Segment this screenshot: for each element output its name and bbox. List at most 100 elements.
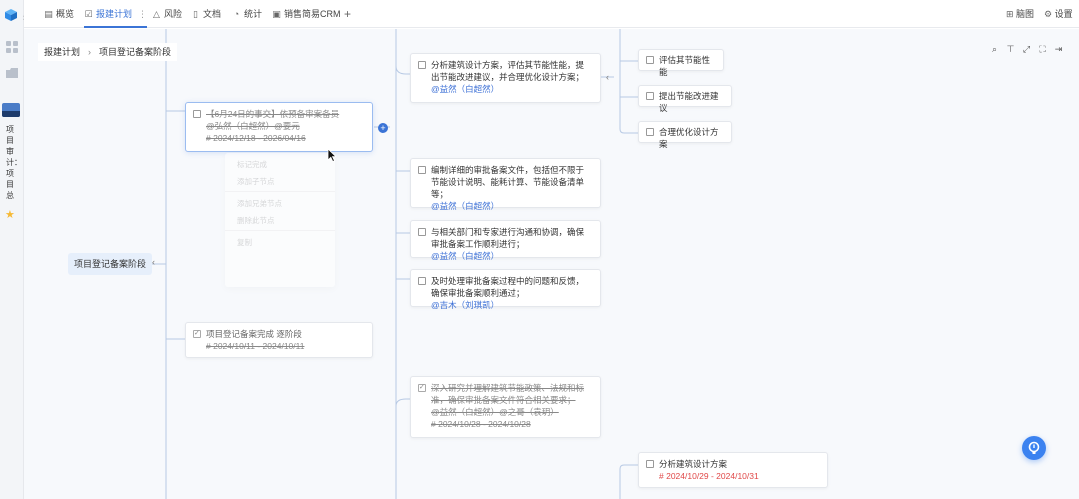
tab-label: 报建计划 xyxy=(96,9,133,19)
star-icon[interactable]: ★ xyxy=(5,209,15,221)
leaf-node[interactable]: 合理优化设计方案 xyxy=(638,121,732,149)
menu-item: 添加兄弟节点 xyxy=(237,199,282,208)
menu-item: 复制 xyxy=(237,238,252,247)
grid-icon[interactable] xyxy=(6,41,18,53)
tab-crm[interactable]: ▣销售简易CRM xyxy=(272,0,341,28)
task-assignee[interactable]: @吉木（刘琪凯） xyxy=(431,300,500,310)
task-checkbox-checked[interactable] xyxy=(193,328,201,340)
gear-icon: ⚙ xyxy=(1044,9,1055,19)
task-dates: # 2024/10/28 - 2024/10/28 xyxy=(431,419,531,429)
tab-plan[interactable]: ☑报建计划 ⋮ xyxy=(84,0,148,28)
task-title: 合理优化设计方案 xyxy=(659,127,719,149)
plan-icon: ☑ xyxy=(84,9,93,19)
task-title: 评估其节能性能 xyxy=(659,55,711,77)
task-title: 深入研究并理解建筑节能政策、法规和标准，确保审批备案文件符合相关要求； xyxy=(431,383,585,405)
breadcrumb-current[interactable]: 项目登记备案阶段 xyxy=(99,47,172,57)
add-child-button[interactable]: + xyxy=(378,123,388,133)
task-title: 分析建筑设计方案，评估其节能性能，提出节能改进建议，并合理优化设计方案； xyxy=(431,60,585,82)
risk-icon: △ xyxy=(153,9,160,19)
view-label: 脑图 xyxy=(1016,9,1035,19)
task-title: 编制详细的审批备案文件，包括但不限于节能设计说明、能耗计算、节能设备清单等； xyxy=(431,165,585,199)
menu-item: 删除此节点 xyxy=(237,216,275,225)
collapse-icon[interactable]: ‹ xyxy=(152,257,155,267)
task-assignee[interactable]: @益然（白超然） xyxy=(431,201,500,211)
app-logo-icon[interactable] xyxy=(4,8,18,22)
search-icon[interactable]: ⌕ xyxy=(991,44,998,54)
add-tab-button[interactable]: + xyxy=(344,7,352,21)
tab-label: 销售简易CRM xyxy=(284,9,341,19)
task-checkbox[interactable] xyxy=(418,277,426,285)
task-node-selected[interactable]: 【6月24日的事交】依预备审案备员 @弘然（白超然）@要元 # 2024/12/… xyxy=(185,102,373,152)
task-dates: # 2024/10/29 - 2024/10/31 xyxy=(659,471,759,481)
task-dates: # 2024/10/11 - 2024/10/11 xyxy=(206,341,305,351)
task-node[interactable]: 项目登记备案完成 逐阶段 # 2024/10/11 - 2024/10/11 xyxy=(185,322,373,358)
stats-icon: ◔ xyxy=(233,9,240,19)
task-checkbox[interactable] xyxy=(418,166,426,174)
task-title: 分析建筑设计方案 xyxy=(659,459,728,469)
export-icon[interactable]: ⇥ xyxy=(1054,44,1063,54)
breadcrumb: 报建计划 › 项目登记备案阶段 xyxy=(38,43,178,61)
leaf-node[interactable]: 提出节能改进建议 xyxy=(638,85,732,113)
tab-label: 统计 xyxy=(244,9,263,19)
project-thumbnail[interactable] xyxy=(2,103,20,117)
filter-icon[interactable]: ⊤ xyxy=(1006,44,1015,54)
top-tab-bar: ▤概览 ☑报建计划 ⋮ △ 风险 ▯ 文档 ◔ 统计 ▣销售简易CRM + ⊞ 脑图 ⚙… xyxy=(24,0,1079,28)
task-node[interactable]: 与相关部门和专家进行沟通和协调，确保审批备案工作顺利进行； @益然（白超然） xyxy=(410,220,601,261)
mouse-cursor-icon xyxy=(327,148,337,162)
tab-stats[interactable]: ◔ 统计 xyxy=(232,0,262,28)
more-icon[interactable]: ⋮ xyxy=(138,9,148,19)
task-assignee[interactable]: @益然（白超然） xyxy=(431,251,500,261)
fit-screen-icon[interactable]: ⤢ xyxy=(1022,44,1031,54)
help-button[interactable] xyxy=(1022,436,1046,460)
task-checkbox[interactable] xyxy=(646,460,654,468)
settings-button[interactable]: ⚙ 设置 xyxy=(1044,0,1073,28)
task-node[interactable]: 及时处理审批备案过程中的问题和反馈，确保审批备案顺利通过； @吉木（刘琪凯） xyxy=(410,269,601,310)
fullscreen-icon[interactable]: ⛶ xyxy=(1039,44,1046,54)
chevron-right-icon: › xyxy=(88,47,92,57)
folder-icon[interactable] xyxy=(6,68,18,78)
tab-label: 文档 xyxy=(203,9,222,19)
doc-icon: ▯ xyxy=(193,9,198,19)
task-assignees: @益然（白超然）@之哥（袁玥） xyxy=(431,407,559,417)
task-node[interactable]: 分析建筑设计方案，评估其节能性能，提出节能改进建议，并合理优化设计方案； @益然… xyxy=(410,53,601,103)
connector-lines xyxy=(152,29,638,499)
task-assignee[interactable]: @益然（白超然） xyxy=(431,84,500,94)
project-name[interactable]: 项目审计：项目总 xyxy=(6,125,22,200)
task-title: 及时处理审批备案过程中的问题和反馈，确保审批备案顺利通过； xyxy=(431,276,585,298)
task-assignees: @弘然（白超然）@要元 xyxy=(206,121,300,131)
left-sidebar: › 项目审计：项目总 ★ xyxy=(0,0,26,499)
lightbulb-icon xyxy=(1028,441,1040,454)
mindmap-root-node[interactable]: 项目登记备案阶段 xyxy=(68,253,153,275)
tab-risk[interactable]: △ 风险 xyxy=(152,0,182,28)
leaf-node[interactable]: 分析建筑设计方案 # 2024/10/29 - 2024/10/31 xyxy=(638,452,828,488)
tab-overview[interactable]: ▤概览 xyxy=(44,0,74,28)
menu-item: 添加子节点 xyxy=(237,177,275,186)
tab-docs[interactable]: ▯ 文档 xyxy=(191,0,221,28)
mindmap-icon: ⊞ xyxy=(1006,9,1017,19)
task-title: 【6月24日的事交】依预备审案备员 xyxy=(206,109,340,119)
settings-label: 设置 xyxy=(1054,9,1073,19)
task-node[interactable]: 编制详细的审批备案文件，包括但不限于节能设计说明、能耗计算、节能设备清单等； @… xyxy=(410,158,601,211)
breadcrumb-root[interactable]: 报建计划 xyxy=(44,47,81,57)
crm-icon: ▣ xyxy=(272,9,281,19)
task-node[interactable]: 深入研究并理解建筑节能政策、法规和标准，确保审批备案文件符合相关要求； @益然（… xyxy=(410,376,601,438)
canvas-toolbar: ⌕ ⊤ ⤢ ⛶ ⇥ xyxy=(990,45,1063,54)
task-dates: # 2024/12/18 - 2026/04/16 xyxy=(206,133,306,143)
tab-label: 风险 xyxy=(164,9,183,19)
collapse-icon[interactable]: ‹ xyxy=(606,72,609,82)
mindmap-canvas[interactable]: 报建计划 › 项目登记备案阶段 ⌕ ⊤ ⤢ ⛶ ⇥ 项目登记备案阶段 ‹ 【6月24… xyxy=(24,29,1079,499)
task-checkbox-checked[interactable] xyxy=(418,382,426,394)
task-title: 与相关部门和专家进行沟通和协调，确保审批备案工作顺利进行； xyxy=(431,227,585,249)
task-checkbox[interactable] xyxy=(418,61,426,69)
task-checkbox[interactable] xyxy=(193,110,201,118)
leaf-node[interactable]: 评估其节能性能 xyxy=(638,49,724,77)
task-title: 提出节能改进建议 xyxy=(659,91,719,113)
tab-label: 概览 xyxy=(56,9,75,19)
task-checkbox[interactable] xyxy=(646,128,654,136)
task-checkbox[interactable] xyxy=(418,228,426,236)
mindmap-view-button[interactable]: ⊞ 脑图 xyxy=(1006,0,1034,28)
task-checkbox[interactable] xyxy=(646,92,654,100)
task-title: 项目登记备案完成 逐阶段 xyxy=(206,329,302,339)
overview-icon: ▤ xyxy=(44,9,53,19)
task-checkbox[interactable] xyxy=(646,56,654,64)
